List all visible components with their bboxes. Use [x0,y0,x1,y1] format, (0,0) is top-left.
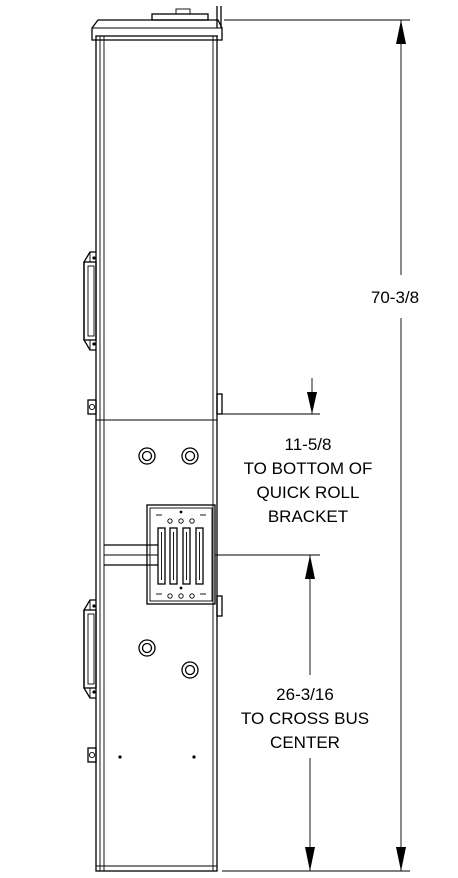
dimension-bracket-height [222,378,320,415]
lower-door-latch [87,747,97,763]
upper-door-latch [87,399,217,421]
knockout-lower-left [138,639,156,657]
dimension-cross-bus-center [215,554,320,871]
upper-door-hinge [83,251,97,351]
knockout-upper-left [138,447,156,465]
cross-bus-dimension-value: 26-3/16 [276,685,334,704]
knockout-upper-right [181,447,199,465]
cross-bus-dimension-line1: TO CROSS BUS [241,709,369,728]
quick-roll-bracket-tab-lower [216,595,223,617]
quick-roll-bracket-tab-upper [216,393,223,415]
lower-door-hinge [83,599,97,699]
top-cap [91,6,223,41]
knockout-lower-right [181,661,199,679]
bracket-dimension-line3: BRACKET [268,507,348,526]
bracket-dimension-line1: TO BOTTOM OF [244,459,373,478]
enclosure-body [95,35,218,872]
bracket-dimension-line2: QUICK ROLL [257,483,360,502]
dimension-overall-height [222,19,410,872]
cross-bus-dimension-line2: CENTER [270,733,340,752]
cross-bus-assembly [104,504,216,605]
bracket-dimension-value: 11-5/8 [285,435,332,454]
overall-height-label: 70-3/8 [371,288,419,307]
